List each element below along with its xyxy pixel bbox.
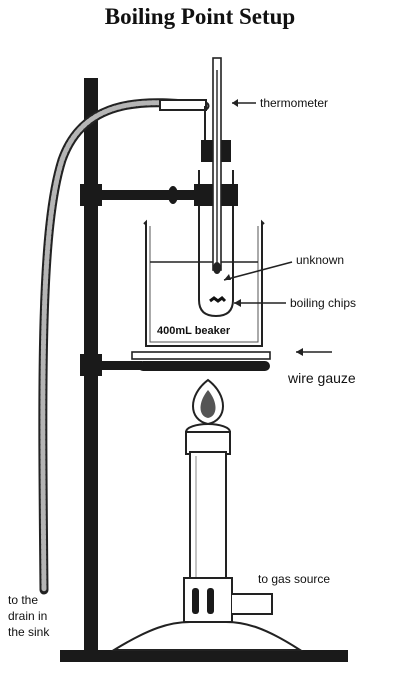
gas-inlet [232, 593, 273, 615]
pointer-thermometer [232, 99, 256, 107]
ring-stand [60, 78, 348, 662]
label-wire-gauze: wire gauze [287, 370, 356, 386]
clamp-boss [80, 184, 102, 206]
upper-clamp-screw [168, 186, 178, 204]
label-boiling-chips: boiling chips [290, 296, 356, 310]
pointer-boiling-chips [234, 299, 286, 307]
label-thermometer: thermometer [260, 96, 328, 110]
label-drain-line1: to the [8, 593, 38, 607]
label-unknown: unknown [296, 253, 344, 267]
stand-base [60, 650, 348, 662]
beaker-label: 400mL beaker [157, 325, 231, 337]
drain-hose [38, 98, 210, 595]
pointer-unknown [223, 261, 293, 281]
label-drain: to the drain in the sink [8, 593, 50, 639]
wire-gauze [131, 351, 271, 371]
thermometer [204, 57, 222, 274]
lower-ring-holder [96, 361, 142, 370]
label-drain-line2: drain in [8, 609, 47, 623]
lower-boss [80, 354, 102, 376]
upper-clamp-holder [96, 190, 198, 200]
bunsen-burner [110, 423, 304, 651]
burner-base [110, 621, 304, 651]
label-drain-line3: the sink [8, 625, 50, 639]
pointer-wire-gauze [296, 348, 332, 356]
diagram-title: Boiling Point Setup [104, 4, 296, 29]
boiling-chips [209, 296, 227, 303]
flame [192, 378, 224, 426]
label-gas-source: to gas source [258, 572, 330, 586]
